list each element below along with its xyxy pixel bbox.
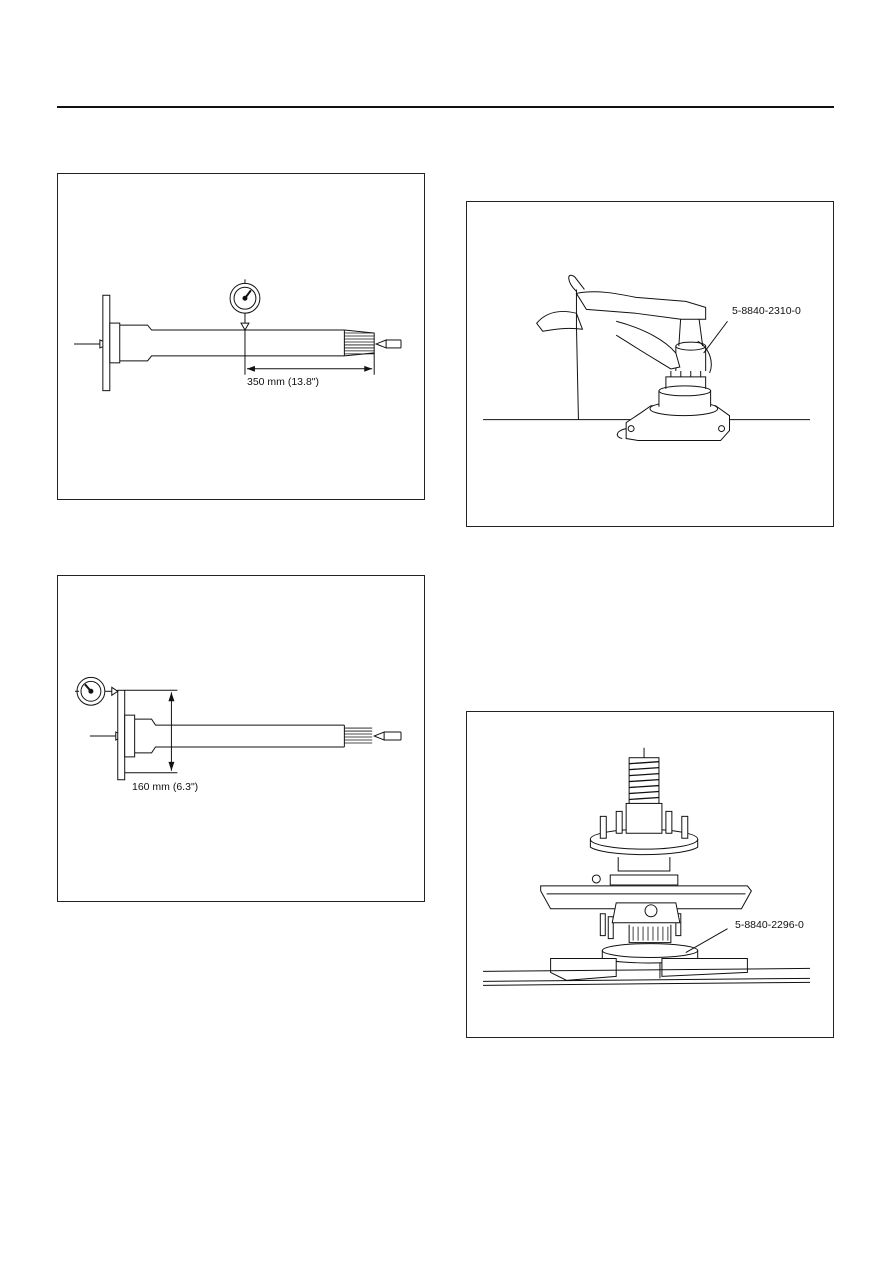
figure-hub-press-tool: 5-8840-2296-0	[466, 711, 834, 1038]
tool-number-label: 5-8840-2296-0	[735, 919, 804, 931]
dimension-label: 160 mm (6.3")	[132, 781, 199, 793]
bearing-install-illustration	[483, 274, 811, 442]
dimension-label: 350 mm (13.8")	[247, 376, 320, 388]
header-rule	[57, 106, 834, 108]
tool-number-label: 5-8840-2310-0	[732, 305, 801, 317]
figure-bearing-install-tool: 5-8840-2310-0	[466, 201, 834, 527]
figure-shaft-runout-flange: 160 mm (6.3")	[57, 575, 425, 902]
axle-shaft-flange-diagram	[75, 676, 402, 781]
hub-press-illustration	[483, 747, 811, 986]
figure-shaft-runout-center: 350 mm (13.8")	[57, 173, 425, 500]
axle-shaft-diagram	[74, 279, 402, 392]
